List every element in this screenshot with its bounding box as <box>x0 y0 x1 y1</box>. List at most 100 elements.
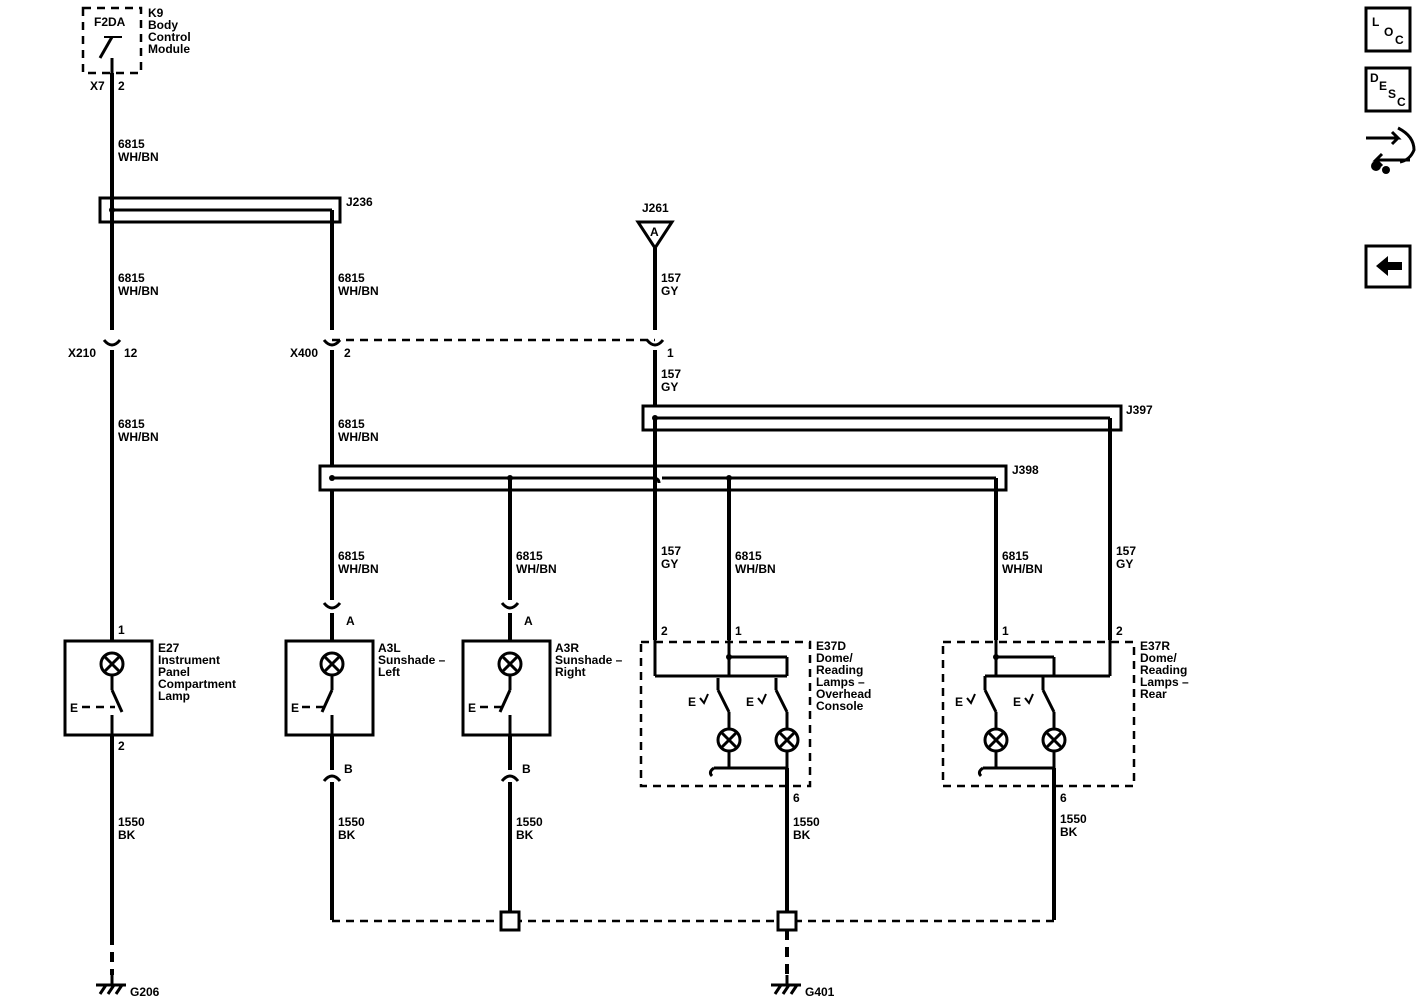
back-button[interactable] <box>1364 244 1412 289</box>
svg-text:WH/BN: WH/BN <box>1002 562 1043 576</box>
connector-a3l-a[interactable] <box>322 602 342 610</box>
connector-j261-1[interactable]: 1 <box>645 339 674 360</box>
splice-j398[interactable] <box>318 464 1008 492</box>
svg-text:J261: J261 <box>642 201 669 215</box>
svg-text:6815: 6815 <box>118 137 145 151</box>
connector-x400[interactable]: X400 2 <box>290 339 351 360</box>
svg-text:WH/BN: WH/BN <box>338 562 379 576</box>
svg-text:A: A <box>650 225 659 239</box>
svg-text:6815: 6815 <box>1002 549 1029 563</box>
svg-text:2: 2 <box>344 346 351 360</box>
svg-text:Panel: Panel <box>158 665 190 679</box>
svg-text:G401: G401 <box>805 985 835 998</box>
switch-icon <box>498 689 512 713</box>
e27-instrument-panel-lamp[interactable]: E <box>63 639 154 737</box>
switch-icon <box>320 689 334 713</box>
svg-text:BK: BK <box>338 828 356 842</box>
svg-text:1550: 1550 <box>516 815 543 829</box>
svg-text:WH/BN: WH/BN <box>118 430 159 444</box>
svg-text:GY: GY <box>1116 557 1133 571</box>
svg-text:E: E <box>1379 79 1387 93</box>
switch-icon <box>716 689 731 713</box>
svg-text:A: A <box>524 614 533 628</box>
svg-text:Sunshade –: Sunshade – <box>555 653 623 667</box>
svg-text:WH/BN: WH/BN <box>118 284 159 298</box>
connector-a3l-b[interactable] <box>322 774 342 782</box>
bcm-ref: K9 <box>148 6 164 20</box>
svg-text:WH/BN: WH/BN <box>516 562 557 576</box>
svg-text:6815: 6815 <box>338 271 365 285</box>
svg-text:Lamp: Lamp <box>158 689 190 703</box>
splice-j261[interactable]: J261 A <box>635 201 675 251</box>
e37d-dome-reading-lamps-overhead[interactable]: E E <box>639 640 812 788</box>
svg-text:WH/BN: WH/BN <box>338 430 379 444</box>
lamp-icon <box>774 727 800 753</box>
location-button[interactable]: L O C <box>1364 6 1412 53</box>
svg-text:B: B <box>522 762 531 776</box>
a3r-sunshade-right[interactable]: E <box>461 639 552 737</box>
svg-text:2: 2 <box>661 624 668 638</box>
ground-splice-square[interactable] <box>499 910 521 932</box>
svg-text:1: 1 <box>118 623 125 637</box>
svg-text:J236: J236 <box>346 195 373 209</box>
a3l-sunshade-left[interactable]: E <box>284 639 375 737</box>
fuse-switch-icon <box>98 36 114 59</box>
svg-text:Body: Body <box>148 18 178 32</box>
switch-icon <box>110 689 124 713</box>
svg-text:6: 6 <box>793 791 800 805</box>
switch-icon <box>774 689 789 713</box>
svg-text:Reading: Reading <box>1140 663 1187 677</box>
svg-text:A: A <box>346 614 355 628</box>
svg-text:C: C <box>1397 95 1406 109</box>
connector-a3r-a[interactable] <box>500 602 520 610</box>
svg-text:2: 2 <box>118 79 125 93</box>
svg-text:157: 157 <box>661 367 681 381</box>
svg-text:E27: E27 <box>158 641 180 655</box>
svg-text:Right: Right <box>555 665 586 679</box>
connector-x210[interactable]: X210 12 <box>68 339 138 360</box>
svg-text:Dome/: Dome/ <box>816 651 853 665</box>
e37r-dome-reading-lamps-rear[interactable]: E E <box>941 640 1136 788</box>
svg-text:WH/BN: WH/BN <box>338 284 379 298</box>
svg-text:BK: BK <box>516 828 534 842</box>
description-button[interactable]: D E S C <box>1364 66 1412 113</box>
switch-icon <box>1041 689 1056 713</box>
svg-text:1550: 1550 <box>118 815 145 829</box>
ground-g206[interactable] <box>96 975 126 995</box>
svg-text:BK: BK <box>793 828 811 842</box>
svg-text:X210: X210 <box>68 346 96 360</box>
svg-text:E: E <box>955 695 963 709</box>
body-control-module[interactable]: F2DA K9 Body Control Module <box>81 6 191 75</box>
svg-text:BK: BK <box>1060 825 1078 839</box>
splice-j397[interactable] <box>641 404 1123 432</box>
ground-splice-square[interactable] <box>776 910 798 932</box>
svg-text:1: 1 <box>667 346 674 360</box>
svg-text:6: 6 <box>1060 791 1067 805</box>
svg-text:E: E <box>746 695 754 709</box>
connector-view-icon[interactable] <box>1366 126 1416 174</box>
lamp-icon <box>983 727 1009 753</box>
svg-text:Compartment: Compartment <box>158 677 236 691</box>
lamp-icon <box>716 727 742 753</box>
svg-text:GY: GY <box>661 380 678 394</box>
svg-text:D: D <box>1370 71 1379 85</box>
switch-icon <box>983 689 998 713</box>
x7-connector-label: X7 <box>90 79 105 93</box>
splice-j236[interactable] <box>98 196 342 224</box>
lamp-icon <box>319 651 345 677</box>
svg-text:B: B <box>344 762 353 776</box>
ground-g401[interactable] <box>771 975 801 995</box>
svg-text:E: E <box>291 701 299 715</box>
arrow-left-icon <box>1376 256 1402 276</box>
svg-text:A3L: A3L <box>378 641 401 655</box>
svg-text:WH/BN: WH/BN <box>118 150 159 164</box>
svg-text:1: 1 <box>735 624 742 638</box>
svg-text:157: 157 <box>661 271 681 285</box>
svg-text:Control: Control <box>148 30 191 44</box>
svg-text:157: 157 <box>661 544 681 558</box>
lamp-icon <box>1041 727 1067 753</box>
connector-a3r-b[interactable] <box>500 774 520 782</box>
svg-text:A3R: A3R <box>555 641 579 655</box>
svg-text:GY: GY <box>661 557 678 571</box>
svg-text:1550: 1550 <box>338 815 365 829</box>
